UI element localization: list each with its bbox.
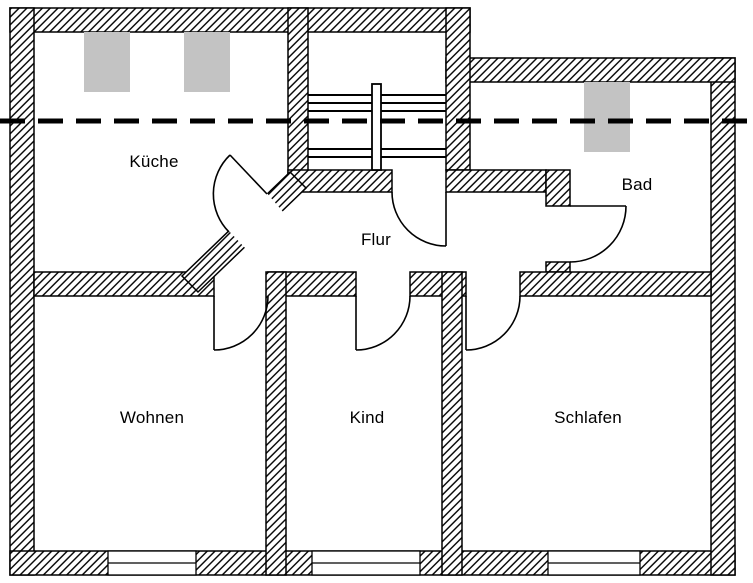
wall-hall-top-right (445, 169, 547, 193)
wall-hall-bottom-4 (519, 271, 712, 297)
door-arc-kueche (212, 154, 231, 233)
wall-wohnen-kind (265, 271, 287, 576)
wall-stair-right (445, 7, 471, 171)
roof-window-bad (584, 82, 630, 152)
roof-windows (84, 32, 630, 152)
wall-bad-top (445, 57, 736, 83)
stair-center-rail (371, 83, 382, 171)
wall-outer-left (9, 7, 35, 576)
door-arc-kind (355, 295, 411, 351)
roof-window-kueche-2 (184, 32, 230, 92)
wall-stair-left (287, 7, 309, 181)
room-label-schlafen: Schlafen (554, 408, 622, 427)
wall-kind-schlafen (441, 271, 463, 576)
door-arc-wohnen (213, 295, 269, 351)
room-label-bad: Bad (621, 175, 653, 194)
door-arc-bad (569, 205, 627, 263)
wall-bad-door-stub-top (545, 169, 571, 207)
room-label-flur: Flur (360, 230, 392, 249)
doors (212, 154, 627, 351)
door-arc-schlafen (465, 295, 521, 351)
wall-outer-top (9, 7, 471, 33)
room-label-kind: Kind (349, 408, 385, 427)
wall-outer-right (710, 57, 736, 576)
door-leaf-kueche (229, 154, 268, 195)
room-label-wohnen: Wohnen (119, 408, 185, 427)
room-label-kueche: Küche (129, 152, 179, 171)
wall-bad-door-stub-bottom (545, 261, 571, 273)
windows (107, 550, 641, 576)
door-arc-stairs (391, 191, 447, 247)
kueche-door-opening (228, 192, 284, 250)
staircase (308, 83, 446, 171)
roof-window-kueche-1 (84, 32, 130, 92)
